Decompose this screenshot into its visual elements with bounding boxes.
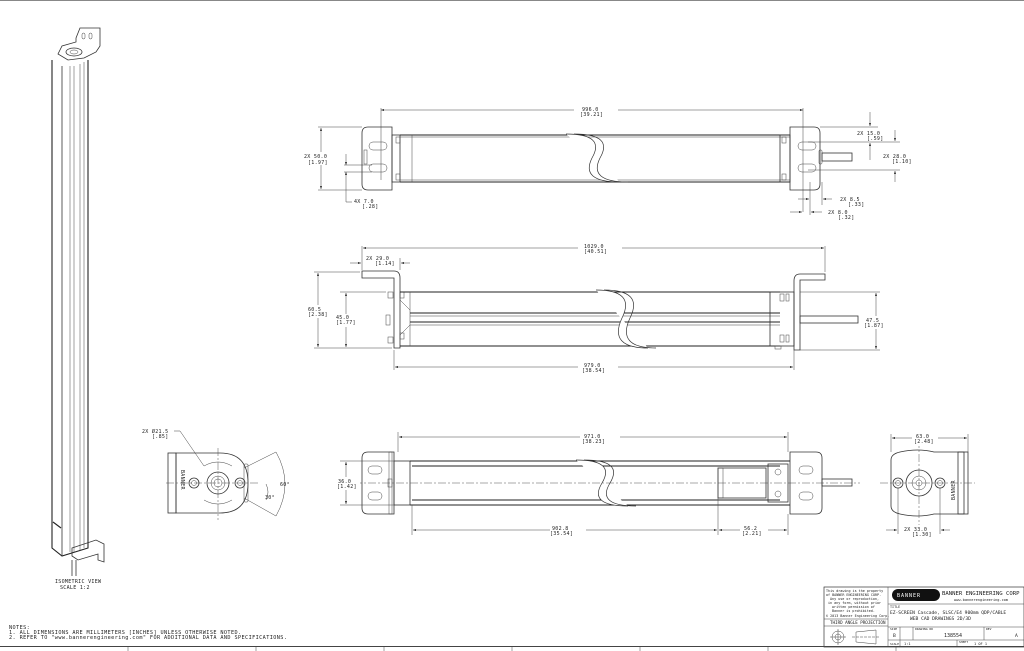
end-view-left-label: BANNER xyxy=(179,470,185,491)
projection-label: THIRD ANGLE PROJECTION xyxy=(830,620,886,625)
sheet-value: 1 OF 1 xyxy=(974,642,987,646)
proprietary-notice: This drawing is the property of BANNER E… xyxy=(826,589,889,618)
proprietary-line: of BANNER ENGINEERING CORP. xyxy=(826,593,881,597)
dim-front-overall-in: [38.23] xyxy=(582,439,605,445)
dim-top-slot: 4X 7.0 xyxy=(354,199,374,205)
dim-front-length-a: 902.8 xyxy=(552,526,569,532)
dim-front-height: 36.0 xyxy=(338,479,351,485)
dim-top-bottom-80: 2X 8.0 xyxy=(828,210,848,216)
end-view-left-angle-30: 30° xyxy=(265,495,275,501)
dim-top-height: 2X 50.0 xyxy=(304,154,327,160)
dim-top-bottom-85-in: [.33] xyxy=(848,202,865,208)
isometric-view-scale: SCALE 1:2 xyxy=(60,585,90,591)
dim-top-right-15-in: [.59] xyxy=(867,136,884,142)
proprietary-line: written permission of xyxy=(832,605,875,609)
note-2: 2. REFER TO "www.bannerengineering.com" … xyxy=(9,635,287,641)
drawing-no-label: DRAWING NO xyxy=(915,627,933,631)
company-name: BANNER ENGINEERING CORP xyxy=(942,591,1020,597)
third-angle-projection-symbol xyxy=(830,629,880,645)
dim-top-right-15: 2X 15.0 xyxy=(857,131,880,137)
end-view-left-hole: 2X Ø21.5 xyxy=(142,428,168,435)
title-label: TITLE xyxy=(890,605,900,609)
side-view: 1029.0 [40.51] 2X 29.0 [1.14] 60.5 [2.38… xyxy=(306,243,890,375)
proprietary-line: © 2013 Banner Engineering Corp. xyxy=(826,614,889,618)
proprietary-line: in any form, without prior xyxy=(828,601,881,605)
dim-side-height-inner: 45.0 xyxy=(336,315,349,321)
dim-right-width: 63.0 xyxy=(916,434,929,440)
rev-label: REV xyxy=(986,627,992,631)
dim-side-bracket: 2X 29.0 xyxy=(366,256,389,262)
scale-value: 1:1 xyxy=(904,642,911,646)
dim-side-bottom-in: [38.54] xyxy=(582,368,605,374)
proprietary-line: Any use or reproduction, xyxy=(830,597,879,601)
proprietary-line: This drawing is the property xyxy=(826,589,883,593)
dim-side-height-outer: 60.5 xyxy=(308,307,321,313)
dim-side-height-outer-in: [2.38] xyxy=(308,312,328,318)
dim-front-overall: 971.0 xyxy=(584,434,601,440)
company-website: www.bannerengineering.com xyxy=(954,598,1008,602)
dim-top-height-in: [1.97] xyxy=(308,160,328,166)
sheet-bottom-border xyxy=(0,646,1024,647)
dim-top-slot-in: [.28] xyxy=(362,204,379,210)
title-block: This drawing is the property of BANNER E… xyxy=(823,586,1024,648)
dim-top-overall-in: [39.21] xyxy=(580,112,603,118)
notes-heading: NOTES: xyxy=(9,625,30,631)
dim-front-length-b: 56.2 xyxy=(744,526,757,532)
dim-side-right-height-in: [1.87] xyxy=(864,323,884,329)
dim-top-bottom-80-in: [.32] xyxy=(838,215,855,221)
banner-logo: BANNER xyxy=(892,589,940,601)
dim-front-height-in: [1.42] xyxy=(337,484,357,490)
note-1: 1. ALL DIMENSIONS ARE MILLIMETERS [INCHE… xyxy=(9,630,242,636)
dim-top-right-28: 2X 28.0 xyxy=(883,154,906,160)
end-view-right-label: BANNER xyxy=(951,479,957,500)
end-view-right: BANNER 63.0 [2.48] 2X 33.0 [1.30] xyxy=(880,433,975,538)
size-value: B xyxy=(893,633,896,639)
drawing-number: 138554 xyxy=(944,633,962,639)
dim-top-right-28-in: [1.10] xyxy=(892,159,912,165)
top-view: 996.0 [39.21] 2X 50.0 [1.97] 4X 7.0 [.28… xyxy=(302,105,912,221)
end-view-left-hole-in: [.85] xyxy=(152,434,169,440)
drawing-title-line1: EZ-SCREEN Cascade, SLSC/E4 900mm QDP/CAB… xyxy=(890,610,1006,616)
dim-front-length-b-in: [2.21] xyxy=(742,531,762,537)
dim-top-bottom-85: 2X 8.5 xyxy=(840,197,860,203)
rev-value: A xyxy=(1015,633,1018,639)
dim-right-spacing: 2X 33.0 xyxy=(904,527,927,533)
sheet-top-border xyxy=(0,0,1024,1)
isometric-view-title: ISOMETRIC VIEW xyxy=(55,579,102,585)
banner-logo-text: BANNER xyxy=(897,593,921,599)
dim-side-overall-in: [40.51] xyxy=(584,249,607,255)
dim-side-overall: 1029.0 xyxy=(584,244,604,250)
dim-top-overall: 996.0 xyxy=(582,107,599,113)
dim-side-height-inner-in: [1.77] xyxy=(336,320,356,326)
isometric-view: ISOMETRIC VIEW SCALE 1:2 xyxy=(51,27,105,591)
scale-label: SCALE xyxy=(890,642,899,646)
end-view-left-angle-60: 60° xyxy=(280,482,290,488)
sheet-label: SHEET xyxy=(959,640,968,644)
end-view-left: BANNER 60° 30° 2X Ø21.5 [.85] xyxy=(142,428,290,520)
proprietary-line: Banner is prohibited. xyxy=(832,609,875,613)
dim-side-bottom: 979.0 xyxy=(584,363,601,369)
size-label: SIZE xyxy=(890,627,897,631)
dim-front-length-a-in: [35.54] xyxy=(550,531,573,537)
dim-side-bracket-in: [1.14] xyxy=(375,261,395,267)
notes: NOTES: 1. ALL DIMENSIONS ARE MILLIMETERS… xyxy=(9,625,287,641)
dim-right-spacing-in: [1.30] xyxy=(912,532,932,538)
drawing-title-line2: WEB CAD DRAWINGS 2D/3D xyxy=(910,616,971,622)
dim-right-width-in: [2.48] xyxy=(914,439,934,445)
dim-side-right-height: 47.5 xyxy=(866,318,879,324)
front-view: 971.0 [38.23] 36.0 [1.42] 902.8 [35.54] … xyxy=(336,432,860,538)
